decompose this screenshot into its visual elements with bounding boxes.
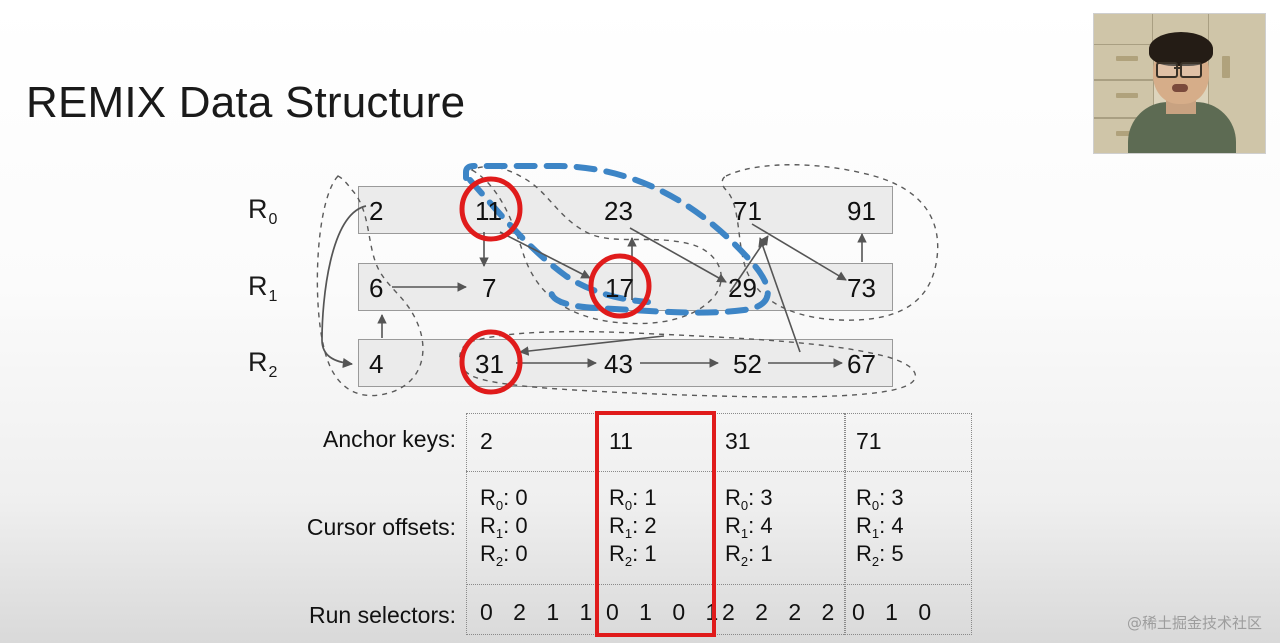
- run-selectors-0: 0 2 1 1: [480, 599, 600, 625]
- run-key-r2-3: 52: [733, 349, 762, 379]
- cabinet-handle-2: [1116, 93, 1138, 98]
- run-key-r1-3: 29: [728, 273, 757, 303]
- run-key-r0-0: 2: [369, 196, 384, 226]
- eyeglasses-right-lens: [1180, 62, 1202, 78]
- cursor-offsets-3: R0: 3 R1: 4 R2: 5: [856, 485, 904, 569]
- row-label-r0-text: R: [248, 194, 268, 224]
- eyeglasses-bridge: [1174, 67, 1180, 69]
- row-label-r1-text: R: [248, 271, 268, 301]
- anchor-key-1: 11: [609, 428, 633, 454]
- run-selectors-3: 0 1 0: [852, 599, 939, 625]
- run-key-r2-0: 4: [369, 349, 384, 379]
- person-hair: [1149, 32, 1213, 66]
- watermark: @稀土掘金技术社区: [1126, 614, 1262, 632]
- cursor-offset-0-r1: R1: 0: [480, 513, 528, 541]
- cabinet-handle-1: [1116, 56, 1138, 61]
- table-rule-top: [466, 413, 972, 414]
- cursor-offsets-2: R0: 3 R1: 4 R2: 1: [725, 485, 773, 569]
- run-key-r0-2: 23: [604, 196, 633, 226]
- anchor-key-0: 2: [480, 428, 493, 454]
- cursor-offset-1-r0: R0: 1: [609, 485, 657, 513]
- cursor-offset-1-r2: R2: 1: [609, 541, 657, 569]
- row-label-r1-sub: 1: [268, 288, 278, 305]
- label-anchor-keys: Anchor keys:: [323, 426, 456, 452]
- person-mouth: [1172, 84, 1188, 92]
- run-selectors-1: 0 1 0 1: [606, 599, 726, 625]
- row-label-r0-sub: 0: [268, 211, 278, 228]
- run-key-r1-4: 73: [847, 273, 876, 303]
- table-rule-offsets: [466, 584, 972, 585]
- table-rule-bottom: [466, 634, 972, 635]
- anchor-key-2: 31: [725, 428, 751, 454]
- cabinet-handle-3: [1116, 131, 1138, 136]
- highlighted-column-outline: [595, 411, 716, 637]
- table-column-3[interactable]: [845, 413, 972, 635]
- webcam-overlay[interactable]: [1093, 13, 1266, 154]
- run-key-r2-2: 43: [604, 349, 633, 379]
- cursor-offset-1-r1: R1: 2: [609, 513, 657, 541]
- table-rule-anchor: [466, 471, 972, 472]
- cursor-offset-3-r1: R1: 4: [856, 513, 904, 541]
- cursor-offset-2-r2: R2: 1: [725, 541, 773, 569]
- run-key-r1-1: 7: [482, 273, 497, 303]
- cursor-offset-3-r2: R2: 5: [856, 541, 904, 569]
- run-key-r1-0: 6: [369, 273, 384, 303]
- cursor-offset-0-r0: R0: 0: [480, 485, 528, 513]
- row-label-r1: R1: [248, 271, 278, 305]
- row-label-r2-sub: 2: [268, 364, 278, 381]
- run-key-r0-1: 11: [475, 196, 502, 226]
- cursor-offsets-1: R0: 1 R1: 2 R2: 1: [609, 485, 657, 569]
- run-key-r0-3: 71: [733, 196, 762, 226]
- anchor-key-3: 71: [856, 428, 882, 454]
- run-key-r0-4: 91: [847, 196, 876, 226]
- run-key-r2-4: 67: [847, 349, 876, 379]
- cursor-offset-0-r2: R2: 0: [480, 541, 528, 569]
- cursor-offsets-0: R0: 0 R1: 0 R2: 0: [480, 485, 528, 569]
- eyeglasses-left-lens: [1156, 62, 1178, 78]
- cursor-offset-2-r0: R0: 3: [725, 485, 773, 513]
- page-title: REMIX Data Structure: [26, 78, 466, 127]
- row-label-r2: R2: [248, 347, 278, 381]
- row-label-r0: R0: [248, 194, 278, 228]
- cabinet-handle-4: [1222, 56, 1230, 78]
- run-key-r1-2: 17: [605, 273, 634, 303]
- cursor-offset-3-r0: R0: 3: [856, 485, 904, 513]
- run-key-r2-1: 31: [475, 349, 504, 379]
- cabinet-drawer-1: [1094, 44, 1154, 80]
- run-selectors-2: 2 2 2 2: [722, 599, 842, 625]
- row-label-r2-text: R: [248, 347, 268, 377]
- remix-index-table: 2 11 31 71 R0: 0 R1: 0 R2: 0 R0: 1 R1: 2…: [466, 411, 972, 637]
- cursor-offset-2-r1: R1: 4: [725, 513, 773, 541]
- label-cursor-offsets: Cursor offsets:: [306, 514, 456, 540]
- label-run-selectors: Run selectors:: [308, 602, 456, 628]
